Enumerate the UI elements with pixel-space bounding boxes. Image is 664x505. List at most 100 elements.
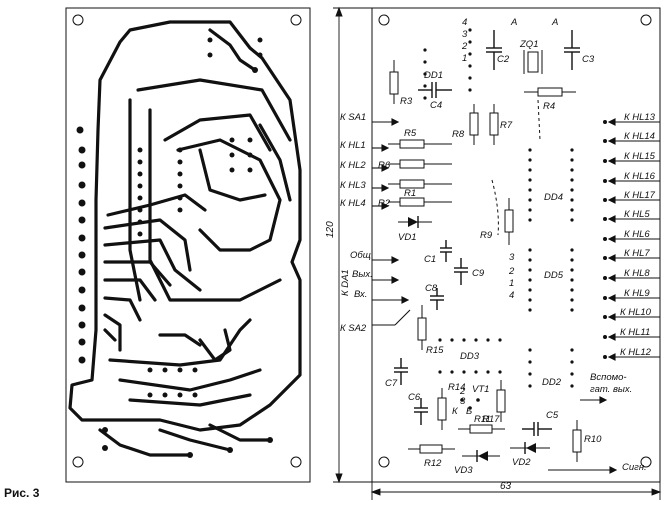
conn-hl17: К HL17 (624, 190, 656, 201)
aux-output-line1: Вспомо- (590, 372, 627, 383)
conn-hl15: К HL15 (624, 151, 656, 162)
pin-label: 4 (509, 290, 514, 301)
ic-pin-rows (423, 28, 574, 388)
label-r17: R17 (482, 414, 500, 425)
right-board-outline (371, 7, 661, 483)
conn-sa2: К SA2 (340, 323, 367, 334)
label-c9: C9 (472, 268, 485, 279)
conn-hl2: К HL2 (340, 160, 366, 171)
label-r6: R6 (378, 160, 391, 171)
diode-bodies (398, 216, 550, 462)
label-c2: C2 (497, 54, 510, 65)
conn-hl7: К HL7 (624, 248, 650, 259)
conn-hl1: К HL1 (340, 140, 366, 151)
label-r11: R11 (474, 414, 491, 425)
pcb-trace-side (65, 7, 311, 483)
pin-label: 4 (462, 17, 467, 28)
conn-hl9: К HL9 (624, 288, 650, 299)
label-dd2: DD2 (542, 377, 562, 388)
pcb-component-side (371, 7, 661, 483)
label-c4: C4 (430, 100, 442, 111)
left-board-outline (65, 7, 311, 483)
label-vt1: VT1 (472, 384, 489, 395)
label-r14: R14 (448, 382, 465, 393)
mount-hole-tr (290, 14, 302, 26)
mount-hole-bl (72, 456, 84, 468)
label-r3: R3 (400, 96, 413, 107)
label-c1: C1 (424, 254, 436, 265)
height-dimension: 120 (325, 221, 336, 238)
dd2-pins (528, 348, 574, 388)
conn-hl14: К HL14 (624, 131, 655, 142)
width-dimension: 63 (500, 481, 512, 492)
label-c6: C6 (408, 392, 421, 403)
conn-hl13: К HL13 (624, 112, 656, 123)
pin-label: Б (466, 406, 472, 417)
label-dd5: DD5 (544, 270, 564, 281)
conn-hl10: К HL10 (620, 307, 652, 318)
conn-common: Общ (350, 250, 371, 261)
pin-label: 3 (509, 252, 515, 263)
dd4-pins (528, 148, 574, 222)
conn-hl5: К HL5 (624, 209, 650, 220)
conn-hl16: К HL16 (624, 171, 656, 182)
quartz-body (523, 50, 543, 74)
conn-hl12: К HL12 (620, 347, 652, 358)
label-dd4: DD4 (544, 192, 563, 203)
conn-hl6: К HL6 (624, 229, 650, 240)
ground-loop (68, 20, 302, 432)
pin-label: А (510, 17, 517, 28)
pin-label: К (452, 406, 459, 417)
dd5-pins (528, 248, 574, 312)
pin-label: 3 (462, 29, 468, 40)
conn-in: Вх. (354, 289, 367, 300)
left-connector-arrows (372, 118, 411, 326)
label-r15: R15 (426, 345, 444, 356)
label-vd2: VD2 (512, 457, 531, 468)
conn-out: Вых. (352, 269, 373, 280)
pin-label: 3 (460, 396, 466, 407)
dd1-pins (423, 28, 472, 100)
label-r5: R5 (404, 128, 417, 139)
edge-pads-left (76, 126, 86, 364)
conn-hl11: К HL11 (620, 327, 650, 338)
figure-caption: Рис. 3 (4, 486, 40, 500)
label-dd3: DD3 (460, 351, 480, 362)
text-labels: Рис. 3 63 120 DD1 DD2 DD3 DD4 DD5 ZQ1 R1… (4, 17, 656, 500)
label-c8: C8 (425, 283, 438, 294)
label-vd1: VD1 (398, 232, 416, 243)
label-r10: R10 (584, 434, 602, 445)
conn-sa1: К SA1 (340, 112, 366, 123)
mount-hole-tl (72, 14, 84, 26)
aux-output-line2: гат. вых. (590, 384, 632, 395)
signal-label: Сигн. (622, 462, 647, 473)
label-vd3: VD3 (454, 465, 473, 476)
label-c5: C5 (546, 410, 559, 421)
label-r7: R7 (500, 120, 513, 131)
conn-hl3: К HL3 (340, 180, 366, 191)
dd3-pins (438, 338, 502, 374)
dimension-lines (333, 6, 662, 500)
label-dd1: DD1 (424, 70, 443, 81)
label-c7: C7 (385, 378, 398, 389)
conn-hl4: К HL4 (340, 198, 366, 209)
pin-label: 2 (508, 266, 515, 277)
ic-pads (102, 37, 273, 458)
capacitor-bodies (394, 30, 580, 436)
transistor-pads (460, 398, 480, 410)
label-zq1: ZQ1 (519, 39, 538, 50)
pin-label: 1 (462, 53, 467, 64)
pin-label: 2 (459, 386, 466, 397)
label-r12: R12 (424, 458, 442, 469)
label-r2: R2 (378, 198, 391, 209)
label-c3: C3 (582, 54, 595, 65)
label-r9: R9 (480, 230, 493, 241)
conn-hl8: К HL8 (624, 268, 650, 279)
label-r1: R1 (404, 188, 416, 199)
mount-hole-br (290, 456, 302, 468)
label-r4: R4 (543, 101, 555, 112)
right-connector-arrows (548, 118, 660, 474)
pin-label: 2 (461, 41, 468, 52)
pin-label: 1 (509, 278, 514, 289)
